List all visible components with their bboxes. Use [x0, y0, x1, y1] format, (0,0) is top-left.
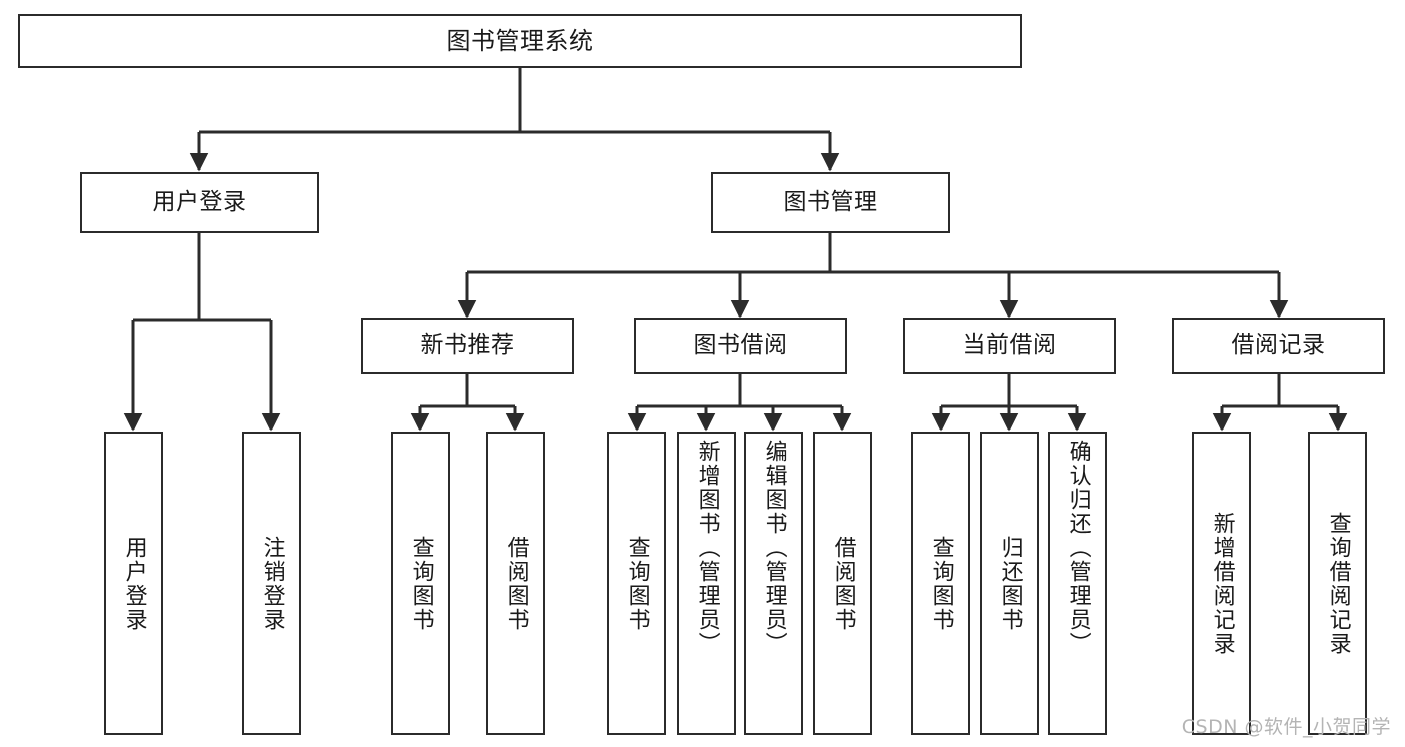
node-root-book-management-system[interactable]: 图书管理系统 [18, 14, 1022, 68]
leaf-label: 确认归还（管理员） [1065, 440, 1091, 656]
node-label: 图书管理 [783, 188, 878, 215]
leaf-label: 注销登录 [259, 535, 285, 632]
leaf-edit-book-admin[interactable]: 编辑图书（管理员） [744, 432, 803, 735]
node-label: 当前借阅 [962, 332, 1057, 359]
leaf-label: 新增借阅记录 [1209, 511, 1235, 656]
leaf-query-book-recommend[interactable]: 查询图书 [391, 432, 450, 735]
leaf-borrow-book-recommend[interactable]: 借阅图书 [486, 432, 545, 735]
leaf-label: 用户登录 [121, 535, 147, 632]
leaf-label: 新增图书（管理员） [694, 440, 720, 656]
node-new-book-recommendation[interactable]: 新书推荐 [361, 318, 574, 374]
leaf-label: 查询图书 [408, 535, 434, 632]
leaf-label: 查询借阅记录 [1325, 511, 1351, 656]
leaf-user-login[interactable]: 用户登录 [104, 432, 163, 735]
node-label: 借阅记录 [1231, 332, 1326, 359]
node-user-login[interactable]: 用户登录 [80, 172, 319, 233]
node-label: 用户登录 [152, 188, 247, 215]
leaf-label: 查询图书 [624, 535, 650, 632]
leaf-add-book-admin[interactable]: 新增图书（管理员） [677, 432, 736, 735]
node-current-borrowing[interactable]: 当前借阅 [903, 318, 1116, 374]
node-label: 图书管理系统 [446, 26, 594, 55]
leaf-logout[interactable]: 注销登录 [242, 432, 301, 735]
leaf-return-book[interactable]: 归还图书 [980, 432, 1039, 735]
leaf-lend-book[interactable]: 借阅图书 [813, 432, 872, 735]
leaf-add-borrow-record[interactable]: 新增借阅记录 [1192, 432, 1251, 735]
node-book-borrowing[interactable]: 图书借阅 [634, 318, 847, 374]
csdn-watermark: CSDN @软件_小贺同学 [1181, 716, 1391, 738]
leaf-label: 编辑图书（管理员） [761, 440, 787, 656]
leaf-query-borrow-record[interactable]: 查询借阅记录 [1308, 432, 1367, 735]
leaf-label: 归还图书 [997, 535, 1023, 632]
leaf-query-book-current[interactable]: 查询图书 [911, 432, 970, 735]
leaf-label: 借阅图书 [830, 535, 856, 632]
node-label: 图书借阅 [693, 332, 788, 359]
leaf-label: 查询图书 [928, 535, 954, 632]
leaf-confirm-return-admin[interactable]: 确认归还（管理员） [1048, 432, 1107, 735]
node-book-management[interactable]: 图书管理 [711, 172, 950, 233]
node-label: 新书推荐 [420, 332, 515, 359]
leaf-label: 借阅图书 [503, 535, 529, 632]
leaf-query-book-borrow[interactable]: 查询图书 [607, 432, 666, 735]
node-borrowing-records[interactable]: 借阅记录 [1172, 318, 1385, 374]
